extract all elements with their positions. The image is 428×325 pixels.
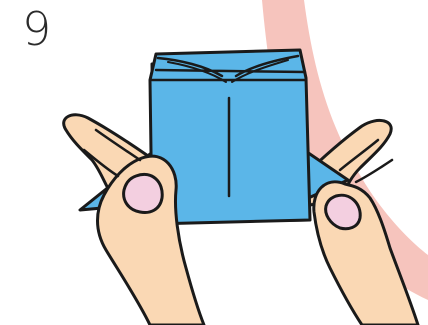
right-thumbnail (326, 195, 361, 228)
left-thumbnail (124, 174, 163, 212)
